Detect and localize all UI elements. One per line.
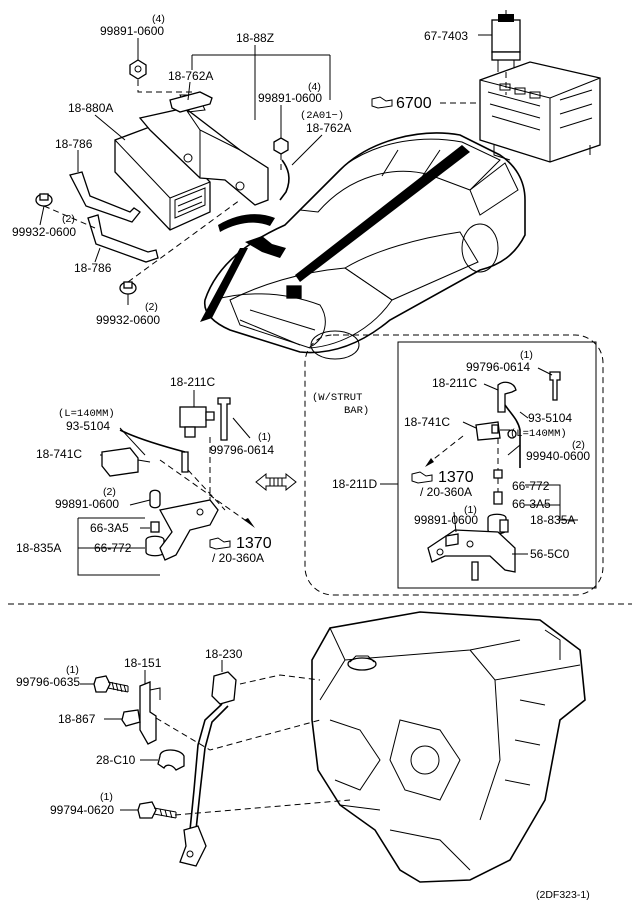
- label-1370-b: 1370: [438, 469, 474, 486]
- label-bar: BAR): [344, 405, 369, 417]
- top-leader-lines: [39, 34, 507, 305]
- label-67-7403: 67-7403: [424, 29, 468, 43]
- label-18-867: 18-867: [58, 712, 96, 726]
- label-18-786-b: 18-786: [74, 261, 112, 275]
- label-93-5104-a: 93-5104: [66, 419, 110, 433]
- label-qty-1a: (1): [258, 431, 271, 443]
- label-18-88z: 18-88Z: [236, 31, 274, 45]
- middle-left-leaders: [77, 390, 255, 576]
- vehicle-outline: [203, 132, 526, 360]
- bolt-99932-0600-a: [35, 193, 53, 207]
- sensor-18-762a-left: [169, 91, 213, 113]
- label-99940-0600: 99940-0600: [526, 449, 590, 463]
- clamp-28-c10: [157, 749, 185, 771]
- label-18-880a: 18-880A: [68, 101, 113, 115]
- label-l140-b: (L=140MM): [510, 428, 567, 440]
- label-qty-1e: (1): [100, 791, 113, 803]
- label-66-3a5-a: 66-3A5: [90, 521, 129, 535]
- sensor-18-762a-right: [279, 159, 290, 201]
- label-qty-2b: (2): [145, 301, 158, 313]
- label-qty-4a: (4): [152, 13, 165, 25]
- label-l140-a: (L=140MM): [58, 408, 115, 420]
- label-18-151: 18-151: [124, 656, 162, 670]
- label-99891-0600-b: 99891-0600: [258, 91, 322, 105]
- label-w-strut: (W/STRUT: [312, 392, 362, 404]
- bracket-18-786-upper: [69, 171, 141, 223]
- label-99932-0600-a: 99932-0600: [12, 225, 76, 239]
- harness-18-230: [179, 671, 237, 867]
- label-66-772-b: 66-772: [512, 479, 550, 493]
- label-18-762a-a: 18-762A: [168, 69, 213, 83]
- strut-bar-detail-box: [397, 341, 597, 589]
- label-93-5104-b: 93-5104: [528, 411, 572, 425]
- vsv-assembly-strut: [427, 371, 561, 581]
- label-99891-0600-a: 99891-0600: [100, 24, 164, 38]
- bracket-18-151: [139, 681, 157, 745]
- strut-box-leaders: [380, 367, 578, 555]
- bottom-section: 18-230 (1) 99796-0635 18-151 18-867 28-C…: [16, 611, 590, 900]
- top-section: (4) 99891-0600 18-88Z 18-762A (4) 99891-…: [12, 10, 601, 360]
- label-qty-2a: (2): [62, 213, 75, 225]
- label-qty-1b: (1): [520, 349, 533, 361]
- hand-pointer-icon-1370-a: [209, 537, 231, 550]
- label-18-762a-b: 18-762A: [306, 121, 351, 135]
- label-6700: 6700: [396, 95, 432, 112]
- strut-bar-variant-frame: [304, 334, 604, 596]
- label-qty-2d: (2): [572, 439, 585, 451]
- hand-pointer-icon-6700: [371, 96, 393, 109]
- leader-sweep-3: [295, 145, 470, 282]
- bolt-99796-0635: [93, 675, 129, 693]
- label-18-741c-b: 18-741C: [404, 415, 450, 429]
- label-18-211c-b: 18-211C: [432, 376, 477, 390]
- label-99796-0614-a: 99796-0614: [210, 443, 274, 457]
- label-99794-0620: 99794-0620: [50, 803, 114, 817]
- label-qty-1d: (1): [66, 664, 79, 676]
- label-20-360a-a: / 20-360A: [212, 551, 264, 565]
- nut-99891-0600-a: [129, 59, 147, 80]
- label-99796-0635: 99796-0635: [16, 675, 80, 689]
- bolt-99932-0600-b: [119, 281, 137, 295]
- label-footer-code: (2DF323-1): [536, 889, 590, 900]
- middle-section: 18-211C (L=140MM) 93-5104 18-741C (1) 99…: [16, 334, 604, 596]
- label-18-835a-b: 18-835A: [530, 513, 575, 527]
- label-28-c10: 28-C10: [96, 753, 136, 767]
- label-qty-1c: (1): [464, 504, 477, 516]
- label-qty-2c: (2): [103, 486, 116, 498]
- label-99891-0600-d: 99891-0600: [414, 513, 478, 527]
- engine-block-outline: [311, 611, 586, 883]
- relay-67-7403: [491, 10, 521, 72]
- label-66-3a5-b: 66-3A5: [512, 497, 551, 511]
- leader-sweep-2: [218, 214, 275, 232]
- clip-18-867: [121, 709, 141, 727]
- label-qty-4b: (4): [308, 81, 321, 93]
- nut-99891-0600-b: [273, 137, 289, 155]
- vsv-assembly-left: [101, 397, 231, 561]
- label-18-786-a: 18-786: [55, 137, 93, 151]
- label-99796-0614-b: 99796-0614: [466, 360, 530, 374]
- label-1370-a: 1370: [236, 535, 272, 552]
- bracket-18-786-lower: [87, 214, 159, 263]
- label-66-772-a: 66-772: [94, 541, 132, 555]
- hand-pointer-icon-1370-b: [411, 471, 433, 484]
- relay-box-6700: [479, 61, 601, 163]
- leader-sweep-1: [200, 248, 248, 322]
- bracket-18-151-tab: [149, 687, 161, 700]
- label-56-5c0: 56-5C0: [530, 547, 570, 561]
- label-18-741c-a: 18-741C: [36, 447, 82, 461]
- label-99932-0600-b: 99932-0600: [96, 313, 160, 327]
- swap-arrow-icon: [255, 472, 297, 492]
- label-20-360a-b: / 20-360A: [420, 485, 472, 499]
- bolt-99794-0620: [137, 801, 177, 819]
- label-18-230: 18-230: [205, 647, 243, 661]
- label-18-835a-a: 18-835A: [16, 541, 61, 555]
- label-18-211d: 18-211D: [332, 477, 377, 491]
- label-2a01: (2A01−): [300, 110, 344, 122]
- bottom-leader-lines: [80, 660, 351, 816]
- label-18-211c-a: 18-211C: [170, 375, 215, 389]
- label-99891-0600-c: 99891-0600: [55, 497, 119, 511]
